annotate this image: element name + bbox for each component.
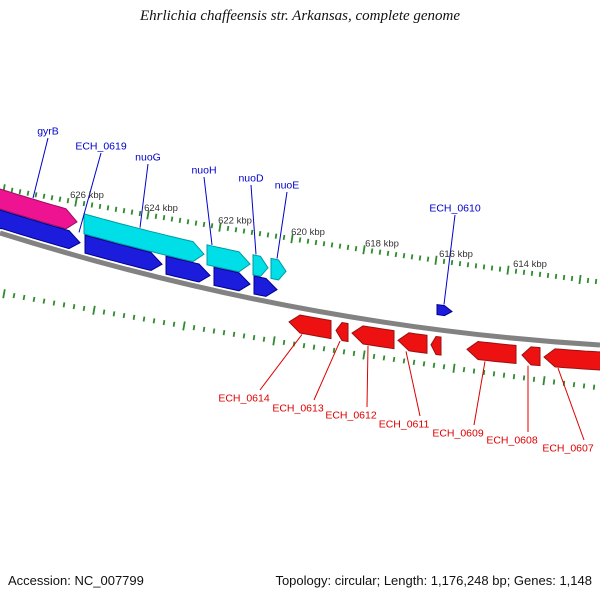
gene-arrow-unlabeled	[165, 255, 211, 283]
leader-line-nuoE	[276, 191, 288, 259]
leader-line-ECH_0614	[259, 334, 303, 391]
gene-arrow-unlabeled	[84, 234, 163, 272]
scale-label: 624 kbp	[144, 203, 178, 214]
scale-label: 618 kbp	[365, 239, 399, 250]
gene-arrow-ECH_0619	[0, 209, 81, 250]
gene-label-ECH_0608: ECH_0608	[486, 435, 538, 447]
genome-summary-text: Topology: circular; Length: 1,176,248 bp…	[275, 573, 592, 588]
gene-label-nuoE: nuoE	[275, 180, 300, 192]
gene-label-nuoG: nuoG	[135, 152, 161, 164]
gene-arrow-nuoH	[206, 244, 251, 273]
gene-arrow-nuoG	[83, 213, 205, 263]
scale-label: 620 kbp	[291, 227, 325, 238]
gene-arrow-gyrB	[0, 188, 78, 230]
leader-line-ECH_0611	[405, 351, 421, 417]
accession-text: Accession: NC_007799	[8, 573, 144, 588]
gene-arrow-ECH_0611	[397, 332, 428, 354]
scale-label: 622 kbp	[218, 216, 252, 227]
genome-title: Ehrlichia chaffeensis str. Arkansas, com…	[139, 8, 461, 24]
gene-label-ECH_0612: ECH_0612	[325, 410, 377, 422]
gene-label-ECH_0610: ECH_0610	[429, 203, 481, 215]
gene-arrow-ECH_0612	[351, 325, 395, 350]
gene-arrow-ECH_0614	[288, 314, 332, 340]
gene-label-nuoD: nuoD	[238, 173, 264, 185]
leader-line-ECH_0609	[473, 361, 486, 426]
gene-arrow-ECH_0607	[543, 348, 600, 371]
gene-label-ECH_0614: ECH_0614	[218, 393, 270, 405]
gene-label-ECH_0613: ECH_0613	[272, 403, 324, 415]
scale-label: 616 kbp	[439, 249, 473, 260]
leader-line-nuoH	[203, 176, 213, 245]
leader-line-gyrB	[32, 137, 49, 199]
gene-arrow-ECH_0613	[335, 321, 349, 343]
gene-arrow-ECH_0608	[521, 346, 541, 367]
gene-arrow-ECH_0610	[436, 304, 453, 317]
scale-label: 614 kbp	[513, 259, 547, 270]
gene-label-ECH_0619: ECH_0619	[75, 141, 127, 153]
leader-line-nuoD	[250, 184, 257, 255]
scale-ticks-inner	[2, 289, 596, 390]
scale-ticks-outer	[2, 184, 598, 285]
gene-label-ECH_0607: ECH_0607	[542, 443, 594, 455]
gene-label-ECH_0611: ECH_0611	[379, 419, 430, 431]
gene-arrow-ECH_0609	[466, 340, 517, 365]
gene-arrow-nuoE	[270, 257, 287, 281]
gene-arrow-unlabeled	[213, 266, 251, 292]
leader-line-ECH_0610	[443, 214, 456, 305]
status-bar: Accession: NC_007799 Topology: circular;…	[0, 573, 600, 588]
gene-arrow-unlabeled	[430, 335, 442, 356]
gene-arrow-nuoD	[252, 254, 269, 277]
leader-line-ECH_0607	[557, 367, 585, 441]
gene-arrow-unlabeled	[253, 275, 278, 297]
gene-label-gyrB: gyrB	[37, 126, 59, 138]
gene-label-ECH_0609: ECH_0609	[432, 428, 484, 440]
gene-label-nuoH: nuoH	[191, 165, 216, 177]
genome-backbone	[0, 230, 600, 348]
leader-line-nuoG	[139, 163, 149, 228]
leader-line-ECH_0612	[366, 345, 369, 408]
leader-line-ECH_0619	[78, 152, 102, 233]
leader-line-ECH_0613	[313, 340, 341, 401]
scale-label: 626 kbp	[70, 190, 104, 201]
